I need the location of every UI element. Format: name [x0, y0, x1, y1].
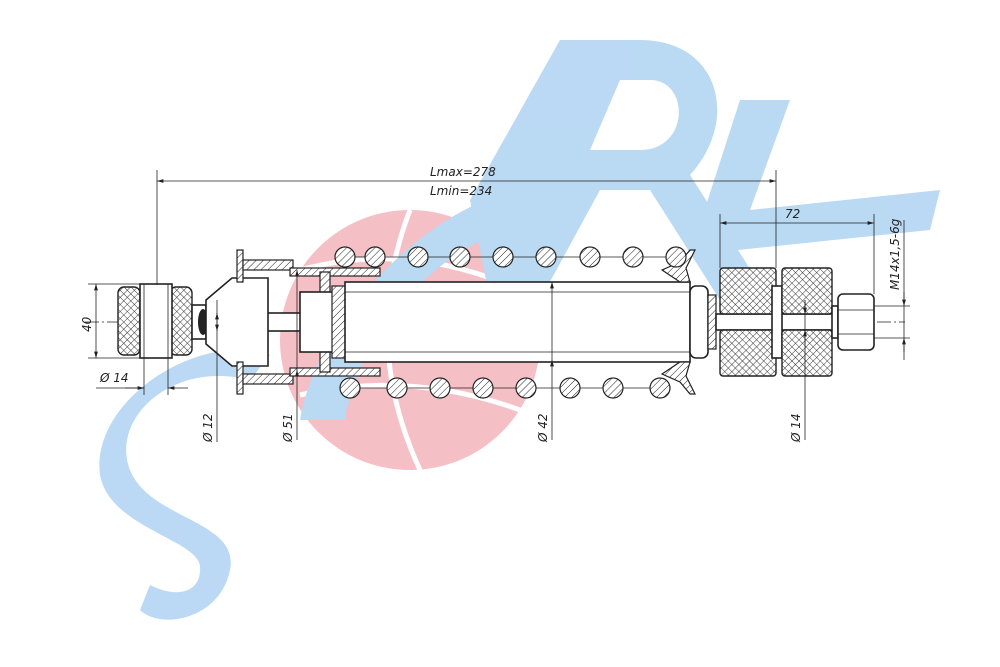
- left-eye-bushing: [117, 283, 208, 359]
- dim-rod-dia: Ø 12: [201, 413, 215, 443]
- dim-eye-bore: Ø 14: [99, 371, 129, 385]
- dim-stud-length: 72: [785, 207, 800, 221]
- cylinder-body: [344, 281, 717, 363]
- watermark-letters: [99, 40, 940, 620]
- dim-thread: M14x1,5-6g: [888, 218, 902, 290]
- spring-coils-bottom: [339, 377, 671, 399]
- dim-lmin: Lmin=234: [430, 184, 492, 198]
- dim-outer-dia: Ø 51: [281, 413, 295, 443]
- dimension-lines: [88, 170, 910, 442]
- dim-eye-height: 40: [80, 316, 94, 332]
- rod-guide: [299, 285, 349, 359]
- dim-cylinder-dia: Ø 42: [536, 413, 550, 443]
- dim-lmax: Lmax=278: [430, 165, 496, 179]
- spring-coils-top: [334, 246, 687, 268]
- dim-stud-dia: Ø 14: [789, 413, 803, 443]
- hex-nut: [837, 293, 875, 351]
- mounting-stud: [715, 267, 875, 377]
